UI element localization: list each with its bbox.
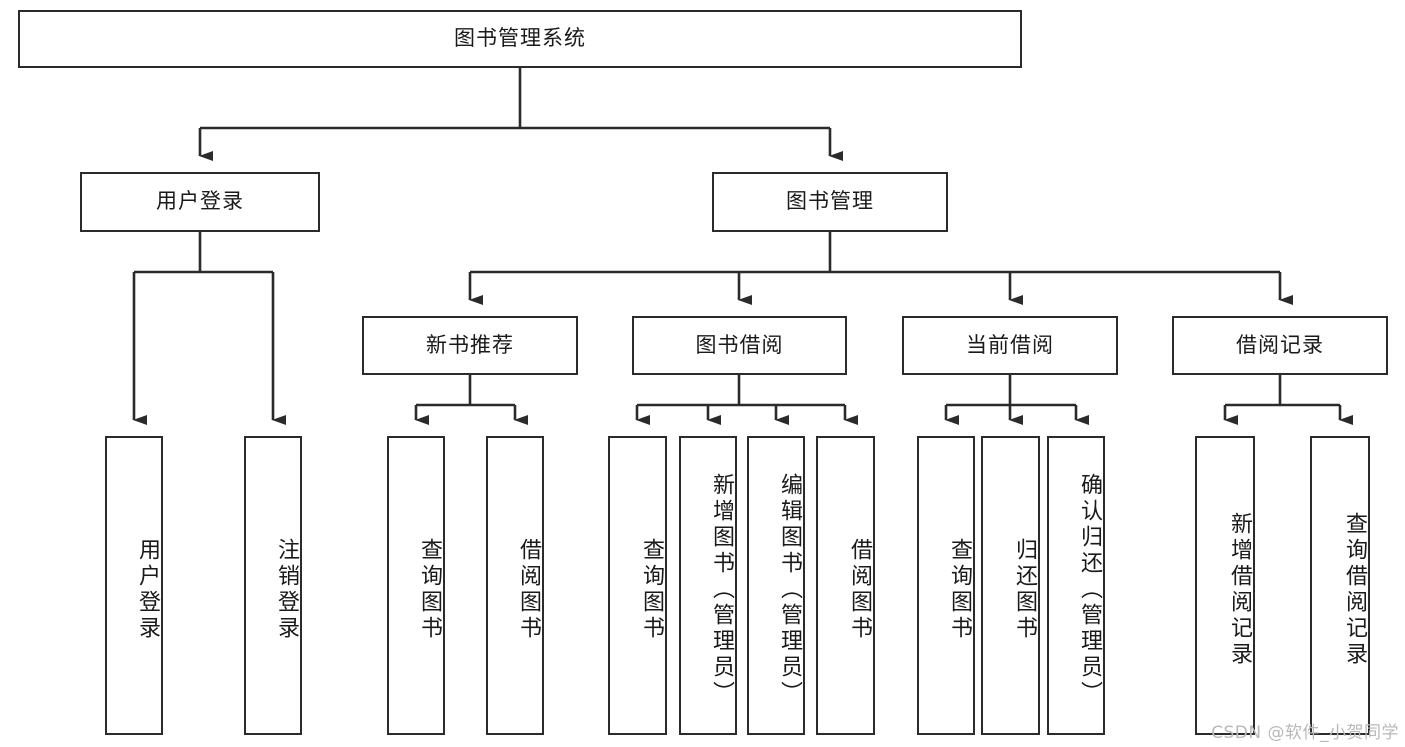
node-book-borrow[interactable]: 图书借阅 [632,316,847,375]
node-new-book-recommend[interactable]: 新书推荐 [362,316,578,375]
leaf-add-borrow-record[interactable]: 新增借阅记录 [1195,436,1255,735]
leaf-query-borrow-record[interactable]: 查询借阅记录 [1310,436,1370,735]
leaf-borrow-book[interactable]: 借阅图书 [816,436,875,735]
node-current-borrow[interactable]: 当前借阅 [902,316,1118,375]
leaf-borrow-book-new[interactable]: 借阅图书 [486,436,544,735]
leaf-user-login[interactable]: 用户登录 [105,436,163,735]
node-borrow-record[interactable]: 借阅记录 [1172,316,1388,375]
leaf-query-book-borrow[interactable]: 查询图书 [608,436,667,735]
leaf-add-book-admin[interactable]: 新增图书（管理员） [679,436,737,735]
node-user-login[interactable]: 用户登录 [80,172,320,232]
watermark-text: CSDN @软件_小贺同学 [1211,723,1399,743]
leaf-logout-login[interactable]: 注销登录 [244,436,302,735]
node-root-system[interactable]: 图书管理系统 [18,10,1022,68]
leaf-confirm-return-admin[interactable]: 确认归还（管理员） [1047,436,1105,735]
leaf-edit-book-admin[interactable]: 编辑图书（管理员） [747,436,805,735]
leaf-query-book-new[interactable]: 查询图书 [387,436,445,735]
leaf-return-book[interactable]: 归还图书 [981,436,1040,735]
node-book-management[interactable]: 图书管理 [712,172,948,232]
leaf-query-book-current[interactable]: 查询图书 [917,436,975,735]
